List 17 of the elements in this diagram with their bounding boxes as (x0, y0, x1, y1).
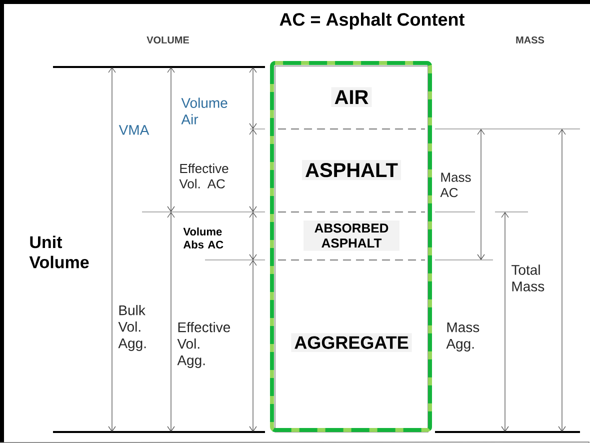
layer-label: AGGREGATE (291, 333, 412, 352)
dimension-label: Unit Volume (29, 236, 89, 268)
dimension-label: Effective Vol. Agg. (177, 322, 230, 368)
column-heading: VOLUME (146, 36, 189, 44)
layer-label: AIR (331, 87, 372, 107)
title: AC = Asphalt Content (280, 12, 465, 30)
dimension-label: Mass AC (440, 172, 471, 198)
dimension-label: VMA (118, 125, 150, 135)
dimension-label: Mass Agg. (446, 322, 480, 352)
dimension-label: Bulk Vol. Agg. (118, 304, 146, 351)
layer-label: ABSORBED ASPHALT (304, 220, 400, 251)
column-heading: MASS (516, 36, 544, 44)
dimension-label: Total Mass (512, 264, 544, 292)
dimension-label: Volume Abs AC (183, 227, 224, 249)
dimension-label: Volume Air (181, 98, 228, 124)
dimension-label: Effective Vol. AC (179, 164, 228, 188)
layer-label: ASPHALT (302, 160, 401, 180)
